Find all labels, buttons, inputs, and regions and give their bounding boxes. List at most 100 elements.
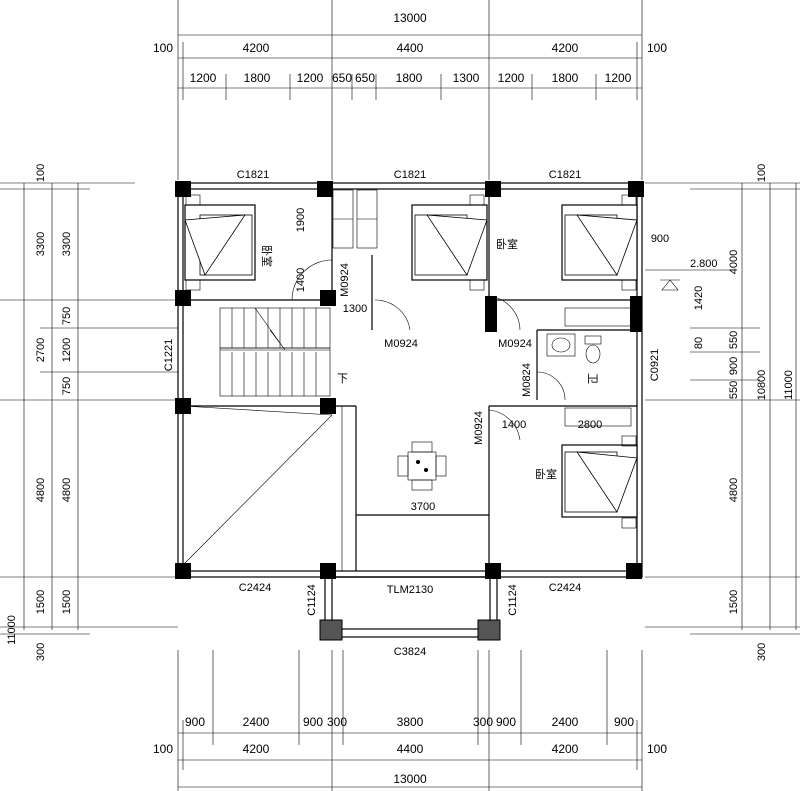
- inner-dim: 1300: [343, 303, 367, 315]
- bed: [561, 194, 638, 291]
- dim-top-bay: 4400: [397, 41, 424, 55]
- inner-dim: 1400: [502, 419, 526, 431]
- inner-dim: 1900: [295, 208, 307, 232]
- window-label: C1221: [163, 339, 175, 371]
- window-label: C2424: [549, 582, 581, 594]
- dim-top-bay: 4200: [243, 41, 270, 55]
- window-label: C1821: [394, 169, 426, 181]
- dim-bottom-sub: 900: [303, 715, 323, 729]
- dim-left-outer: 4800: [35, 478, 47, 502]
- room-label: 卧室: [496, 237, 518, 251]
- staircase: 下: [219, 307, 348, 397]
- dim-bottom-bay: 4200: [552, 742, 579, 756]
- porch: [319, 576, 501, 641]
- bed: [184, 194, 256, 291]
- dim-top-sub: 1200: [190, 71, 217, 85]
- inner-dim: 900: [651, 233, 669, 245]
- dim-top-bay: 4200: [552, 41, 579, 55]
- wardrobe: [332, 189, 378, 249]
- inner-dim: 3700: [411, 501, 435, 513]
- dim-right-outer: 1500: [728, 590, 740, 614]
- dim-bottom-sub: 900: [496, 715, 516, 729]
- wardrobe: [564, 307, 632, 427]
- void-area: [182, 405, 343, 571]
- elevation-label: 2.800: [690, 258, 718, 270]
- inner-dim: 2800: [578, 419, 602, 431]
- dim-left-inner: 750: [61, 377, 73, 395]
- dim-top-sub: 650: [332, 71, 352, 85]
- left-dimension-chains: 11000 100 3300 2700 4800 1500 300 3300 7…: [0, 164, 178, 661]
- dim-left-inner: 3300: [61, 232, 73, 256]
- window-label: C3824: [394, 646, 426, 658]
- dim-right-outer: 10800: [756, 370, 768, 401]
- dim-bottom-bay: 100: [647, 742, 667, 756]
- dim-left-outer: 1500: [35, 590, 47, 614]
- dim-bottom-sub: 2400: [552, 715, 579, 729]
- top-dimension-chains: 13000 100 4200 4400 4200 100 1200 1800 1…: [153, 0, 667, 180]
- dim-bottom-sub: 2400: [243, 715, 270, 729]
- dim-left-outer: 100: [35, 164, 47, 182]
- door-label: M0924: [384, 338, 418, 350]
- bottom-dimension-chains: 900 2400 900 300 3800 300 900 2400 900 1…: [153, 650, 667, 791]
- inner-dim: 1400: [295, 268, 307, 292]
- room-label: 卧室: [535, 467, 557, 481]
- door-label: M0924: [473, 411, 485, 445]
- dim-bottom-sub: 900: [614, 715, 634, 729]
- dim-left-inner: 1500: [61, 590, 73, 614]
- dim-bottom-bay: 100: [153, 742, 173, 756]
- inner-dim: 80: [693, 337, 705, 349]
- window-label: C1124: [306, 584, 318, 616]
- door-label-tlm: TLM2130: [387, 584, 433, 596]
- dim-bottom-sub: 300: [473, 715, 493, 729]
- dim-right-outer: 4000: [728, 250, 740, 274]
- bath-label: 卫: [586, 373, 598, 384]
- dim-bottom-bay: 4200: [243, 742, 270, 756]
- window-label: C2424: [239, 582, 271, 594]
- door-label: M0824: [521, 363, 533, 397]
- dim-left-total: 11000: [6, 615, 18, 645]
- dim-top-total: 13000: [393, 11, 427, 25]
- dim-top-sub: 1200: [498, 71, 525, 85]
- elevation-mark: 2.800: [645, 258, 735, 291]
- dining-table: [397, 441, 447, 491]
- window-label: C1821: [237, 169, 269, 181]
- dim-bottom-sub: 900: [185, 715, 205, 729]
- right-dimension-chains: 100 4000 10800 4800 1500 300 550 900 550…: [645, 164, 800, 661]
- dim-right-outer: 4800: [728, 478, 740, 502]
- dim-bottom-sub: 300: [327, 715, 347, 729]
- bed: [561, 435, 638, 529]
- bed: [411, 194, 488, 291]
- dim-left-outer: 300: [35, 643, 47, 661]
- dim-left-inner: 750: [61, 307, 73, 325]
- dim-top-sub: 1800: [244, 71, 271, 85]
- dim-top-bay: 100: [153, 41, 173, 55]
- dim-top-sub: 1800: [552, 71, 579, 85]
- window-label: C1124: [507, 584, 519, 616]
- dim-left-outer: 2700: [35, 338, 47, 362]
- dim-bottom-sub: 3800: [397, 715, 424, 729]
- dim-top-bay: 100: [647, 41, 667, 55]
- dim-top-sub: 1200: [605, 71, 632, 85]
- dim-right-inner: 550: [728, 381, 740, 399]
- room-label: 卧室: [260, 245, 274, 267]
- dim-right-outer: 300: [756, 643, 768, 661]
- bathroom-fixtures: 卫: [546, 333, 602, 384]
- window-label: C0921: [649, 349, 661, 381]
- stair-down-label: 下: [337, 373, 348, 385]
- dim-right-inner: 550: [728, 331, 740, 349]
- door-label: M0924: [498, 338, 532, 350]
- dim-right-total: 11000: [783, 370, 795, 400]
- dim-right-inner: 900: [728, 357, 740, 375]
- dim-top-sub: 1300: [453, 71, 480, 85]
- dim-right-outer: 100: [756, 164, 768, 182]
- dim-left-inner: 1200: [61, 338, 73, 362]
- dim-top-sub: 1800: [396, 71, 423, 85]
- dim-left-outer: 3300: [35, 232, 47, 256]
- dim-bottom-total: 13000: [393, 772, 427, 786]
- doors: [291, 259, 566, 441]
- dim-top-sub: 650: [355, 71, 375, 85]
- exterior-walls: [177, 182, 643, 578]
- window-label: C1821: [549, 169, 581, 181]
- inner-dim: 1420: [693, 286, 705, 310]
